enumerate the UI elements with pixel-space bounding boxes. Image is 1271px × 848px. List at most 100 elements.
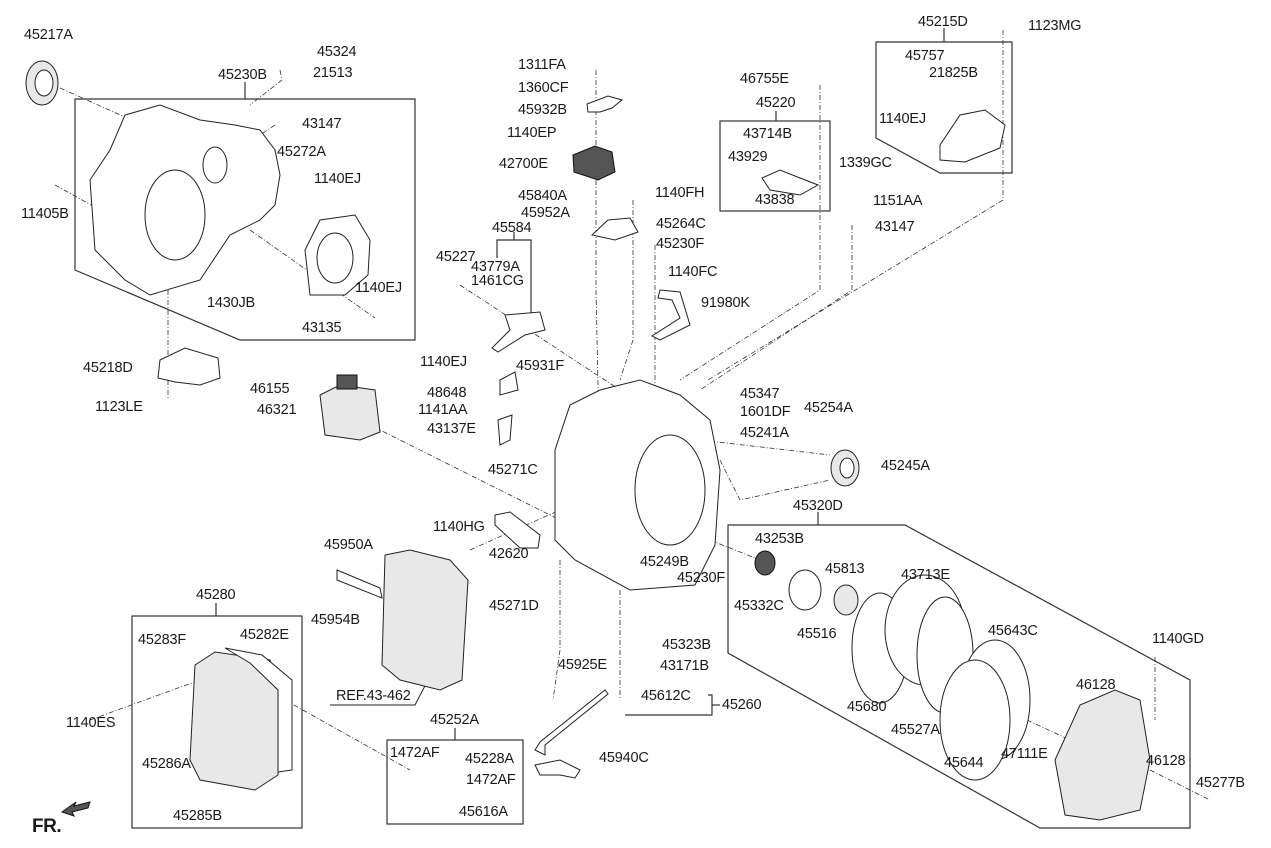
part-label-45527a[interactable]: 45527A bbox=[891, 722, 940, 738]
part-label-43171b[interactable]: 43171B bbox=[660, 658, 709, 674]
part-label-43135[interactable]: 43135 bbox=[302, 320, 342, 336]
part-label-45228a[interactable]: 45228A bbox=[465, 751, 514, 767]
part-label-46755e[interactable]: 46755E bbox=[740, 71, 789, 87]
reference-note[interactable]: REF.43-462 bbox=[336, 688, 411, 704]
part-label-45347[interactable]: 45347 bbox=[740, 386, 780, 402]
part-label-45931f[interactable]: 45931F bbox=[516, 358, 564, 374]
part-label-21513[interactable]: 21513 bbox=[313, 65, 353, 81]
part-label-43253b[interactable]: 43253B bbox=[755, 531, 804, 547]
part-label-45245a[interactable]: 45245A bbox=[881, 458, 930, 474]
part-label-1140hg[interactable]: 1140HG bbox=[433, 519, 485, 535]
part-label-43147b[interactable]: 43147 bbox=[875, 219, 915, 235]
part-label-45280[interactable]: 45280 bbox=[196, 587, 236, 603]
part-label-45227[interactable]: 45227 bbox=[436, 249, 476, 265]
part-label-45271d[interactable]: 45271D bbox=[489, 598, 539, 614]
part-label-1430jb[interactable]: 1430JB bbox=[207, 295, 255, 311]
oil-filter-46321 bbox=[319, 384, 381, 441]
part-label-1123le[interactable]: 1123LE bbox=[95, 399, 143, 415]
part-label-45840a[interactable]: 45840A bbox=[518, 188, 567, 204]
part-label-45254a[interactable]: 45254A bbox=[804, 400, 853, 416]
part-label-46128b[interactable]: 46128 bbox=[1146, 753, 1186, 769]
part-label-1151aa[interactable]: 1151AA bbox=[873, 193, 923, 209]
part-label-48648[interactable]: 48648 bbox=[427, 385, 467, 401]
part-label-45241a[interactable]: 45241A bbox=[740, 425, 789, 441]
part-label-45283f[interactable]: 45283F bbox=[138, 632, 186, 648]
part-label-45215d[interactable]: 45215D bbox=[918, 14, 968, 30]
part-label-45282e[interactable]: 45282E bbox=[240, 627, 289, 643]
part-label-45643c[interactable]: 45643C bbox=[988, 623, 1038, 639]
inhibitor-switch-42700E bbox=[572, 145, 616, 181]
part-label-1140eja[interactable]: 1140EJ bbox=[314, 171, 361, 187]
part-label-1141aa[interactable]: 1141AA bbox=[418, 402, 468, 418]
part-label-1472afb[interactable]: 1472AF bbox=[466, 772, 516, 788]
part-label-45230fb[interactable]: 45230F bbox=[677, 570, 725, 586]
part-label-1461cg[interactable]: 1461CG bbox=[471, 273, 524, 289]
part-label-1140fc[interactable]: 1140FC bbox=[668, 264, 718, 280]
part-label-45680[interactable]: 45680 bbox=[847, 699, 887, 715]
part-label-11405b[interactable]: 11405B bbox=[21, 206, 69, 222]
part-label-45272a[interactable]: 45272A bbox=[277, 144, 326, 160]
part-label-1123mg[interactable]: 1123MG bbox=[1028, 18, 1082, 34]
part-label-45218d[interactable]: 45218D bbox=[83, 360, 133, 376]
part-label-91980k[interactable]: 91980K bbox=[701, 295, 750, 311]
part-label-1140gd[interactable]: 1140GD bbox=[1152, 631, 1204, 647]
assembly-line-21 bbox=[284, 699, 411, 771]
part-label-43137e[interactable]: 43137E bbox=[427, 421, 476, 437]
part-label-45584[interactable]: 45584 bbox=[492, 220, 532, 236]
part-label-45220[interactable]: 45220 bbox=[756, 95, 796, 111]
part-label-45952a[interactable]: 45952A bbox=[521, 205, 570, 221]
part-label-45323b[interactable]: 45323B bbox=[662, 637, 711, 653]
part-label-1140es[interactable]: 1140ES bbox=[66, 715, 116, 731]
part-label-1311fa[interactable]: 1311FA bbox=[518, 57, 566, 73]
part-label-46155[interactable]: 46155 bbox=[250, 381, 290, 397]
part-label-1140fh[interactable]: 1140FH bbox=[655, 185, 705, 201]
part-label-1360cf[interactable]: 1360CF bbox=[518, 80, 569, 96]
part-label-1140ejb[interactable]: 1140EJ bbox=[355, 280, 402, 296]
part-label-43714b[interactable]: 43714B bbox=[743, 126, 792, 142]
part-label-45950a[interactable]: 45950A bbox=[324, 537, 373, 553]
part-label-45757[interactable]: 45757 bbox=[905, 48, 945, 64]
part-label-45940c[interactable]: 45940C bbox=[599, 750, 649, 766]
part-label-42620[interactable]: 42620 bbox=[489, 546, 529, 562]
part-label-45249b[interactable]: 45249B bbox=[640, 554, 689, 570]
part-label-1140ep[interactable]: 1140EP bbox=[507, 125, 557, 141]
part-label-46128a[interactable]: 46128 bbox=[1076, 677, 1116, 693]
part-label-1140ejd[interactable]: 1140EJ bbox=[879, 111, 926, 127]
part-label-1472afa[interactable]: 1472AF bbox=[390, 745, 440, 761]
part-label-21825b[interactable]: 21825B bbox=[929, 65, 978, 81]
part-label-45612c[interactable]: 45612C bbox=[641, 688, 691, 704]
valve-body bbox=[381, 549, 469, 691]
part-label-43929[interactable]: 43929 bbox=[728, 149, 768, 165]
part-label-45516[interactable]: 45516 bbox=[797, 626, 837, 642]
part-label-45320d[interactable]: 45320D bbox=[793, 498, 843, 514]
part-label-43779a[interactable]: 43779A bbox=[471, 259, 520, 275]
part-label-42700e[interactable]: 42700E bbox=[499, 156, 548, 172]
part-label-1339gc[interactable]: 1339GC bbox=[839, 155, 892, 171]
assembly-line-17 bbox=[469, 509, 561, 551]
part-label-45230fa[interactable]: 45230F bbox=[656, 236, 704, 252]
part-label-45286a[interactable]: 45286A bbox=[142, 756, 191, 772]
part-label-45271c[interactable]: 45271C bbox=[488, 462, 538, 478]
part-label-45264c[interactable]: 45264C bbox=[656, 216, 706, 232]
part-label-45332c[interactable]: 45332C bbox=[734, 598, 784, 614]
part-label-43838[interactable]: 43838 bbox=[755, 192, 795, 208]
part-label-45217a[interactable]: 45217A bbox=[24, 27, 73, 43]
part-label-45252a[interactable]: 45252A bbox=[430, 712, 479, 728]
part-label-45932b[interactable]: 45932B bbox=[518, 102, 567, 118]
part-label-45644[interactable]: 45644 bbox=[944, 755, 984, 771]
part-label-43147a[interactable]: 43147 bbox=[302, 116, 342, 132]
part-label-1140ejc[interactable]: 1140EJ bbox=[420, 354, 467, 370]
part-label-45813[interactable]: 45813 bbox=[825, 561, 865, 577]
part-label-43713e[interactable]: 43713E bbox=[901, 567, 950, 583]
part-label-45954b[interactable]: 45954B bbox=[311, 612, 360, 628]
part-label-45324[interactable]: 45324 bbox=[317, 44, 357, 60]
part-label-45616a[interactable]: 45616A bbox=[459, 804, 508, 820]
part-label-45277b[interactable]: 45277B bbox=[1196, 775, 1245, 791]
part-label-46321[interactable]: 46321 bbox=[257, 402, 297, 418]
part-label-45925e[interactable]: 45925E bbox=[558, 657, 607, 673]
part-label-45230b[interactable]: 45230B bbox=[218, 67, 267, 83]
part-label-45285b[interactable]: 45285B bbox=[173, 808, 222, 824]
part-label-45260[interactable]: 45260 bbox=[722, 697, 762, 713]
part-label-1601df[interactable]: 1601DF bbox=[740, 404, 791, 420]
part-label-47111e[interactable]: 47111E bbox=[1001, 746, 1048, 762]
